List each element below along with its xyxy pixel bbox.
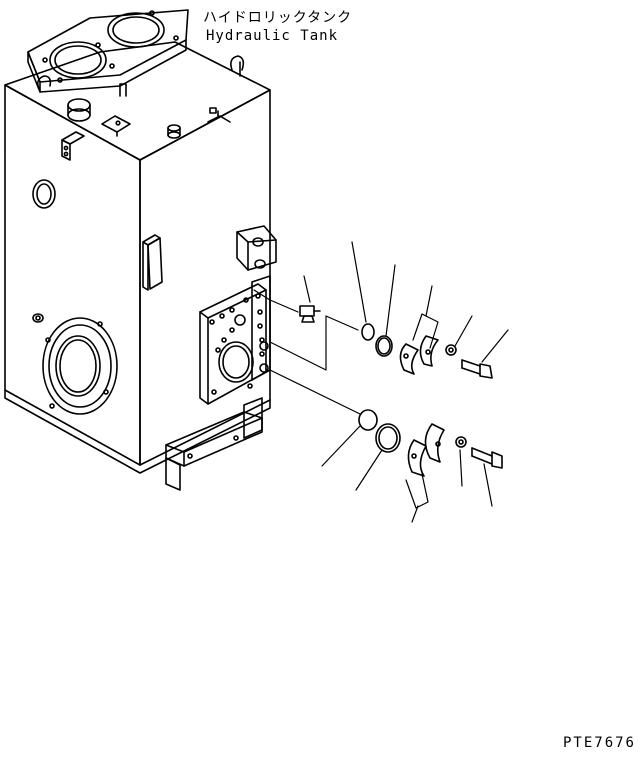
top-clip xyxy=(208,111,230,122)
upper-port-parts xyxy=(300,306,492,378)
bolt-lower xyxy=(472,448,502,468)
bottom-support-bracket xyxy=(166,398,262,490)
bolt-upper xyxy=(462,360,492,378)
filter-housing xyxy=(28,10,188,92)
split-flange-plate-upper xyxy=(376,336,392,356)
drawing-code: PTE7676 xyxy=(562,735,636,751)
o-ring-lower xyxy=(359,410,377,430)
side-mount-bracket-right xyxy=(237,226,276,270)
split-flange-halves-upper xyxy=(400,336,438,374)
side-bracket xyxy=(62,132,84,160)
tank-top-face xyxy=(5,42,270,160)
tank-title-japanese: ハイドロリックタンク xyxy=(203,10,353,26)
top-pin xyxy=(120,84,126,96)
o-ring-upper xyxy=(362,324,374,340)
elbow-fitting xyxy=(300,306,320,322)
split-flange-halves-lower xyxy=(408,424,444,476)
side-mount-bracket-left xyxy=(143,235,162,290)
suction-port-flange xyxy=(43,318,117,414)
drain-plug xyxy=(33,314,43,322)
washer-upper xyxy=(446,345,456,355)
top-bracket xyxy=(102,116,130,132)
washer-lower xyxy=(456,437,466,447)
split-flange-plate-lower xyxy=(376,424,400,452)
sight-gauge xyxy=(33,180,55,208)
lower-port-parts xyxy=(359,410,502,476)
top-plug xyxy=(168,125,180,138)
valve-manifold-block xyxy=(200,276,270,404)
lifting-hook-right xyxy=(231,56,243,70)
tank-title-english: Hydraulic Tank xyxy=(206,28,339,44)
hydraulic-tank xyxy=(5,10,276,490)
tank-right-face xyxy=(140,90,270,465)
assembly-lines xyxy=(254,242,508,522)
breather-cap xyxy=(68,99,90,121)
lifting-hook-left xyxy=(38,76,51,90)
